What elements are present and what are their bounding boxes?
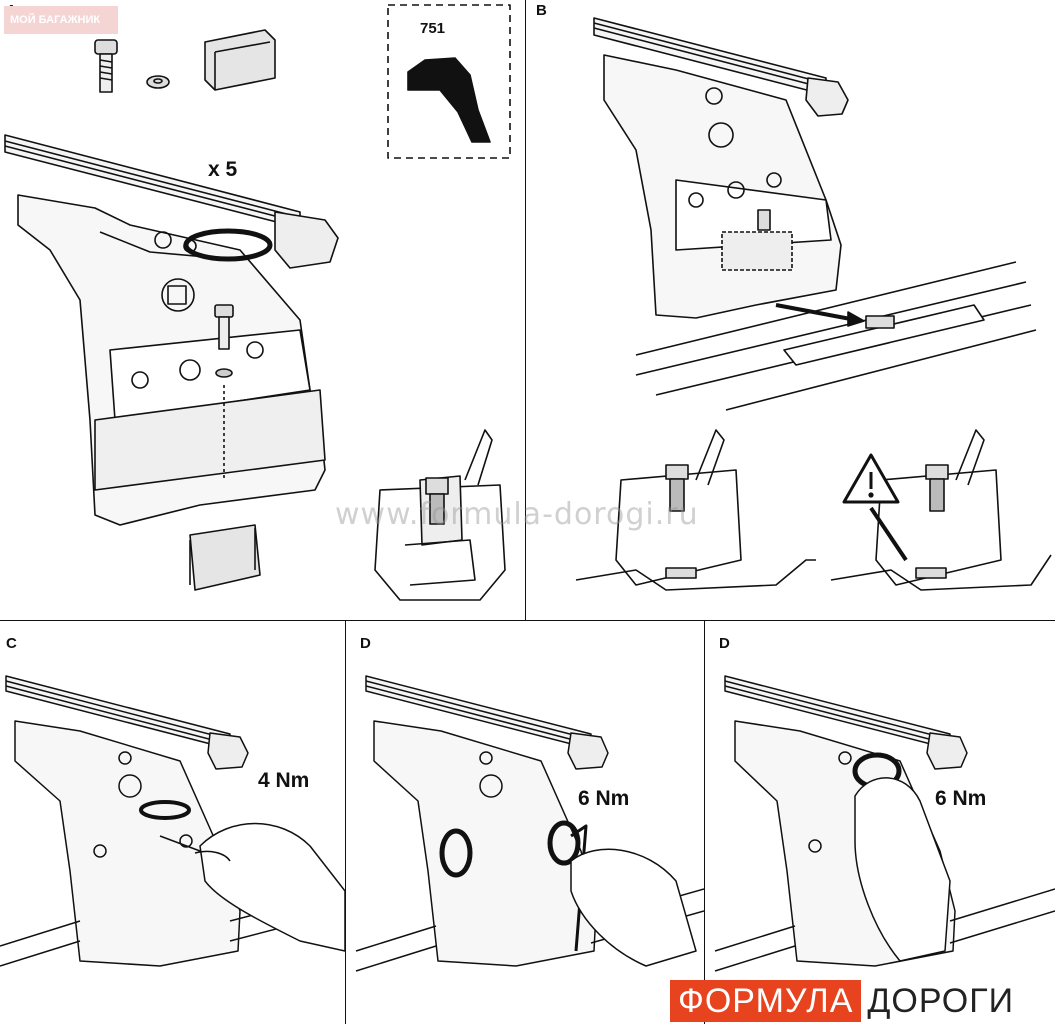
- panel-d1-illustration: [355, 675, 704, 972]
- panel-c-torque: 4 Nm: [258, 769, 310, 792]
- panel-c-label: C: [6, 635, 17, 652]
- panel-a: A x 5 751: [0, 0, 525, 620]
- panel-b-label: B: [536, 2, 547, 19]
- panel-d1: D 6 Nm: [346, 621, 704, 1024]
- panel-d1-torque: 6 Nm: [578, 787, 630, 810]
- panel-b: B: [526, 0, 1055, 620]
- divider-vertical-top: [525, 0, 526, 620]
- brand-logo: ФОРМУЛА ДОРОГИ: [670, 980, 1021, 1022]
- panel-d2-illustration: [714, 675, 1055, 972]
- panel-c-illustration: [0, 675, 345, 967]
- fitting-code: 751: [420, 20, 446, 37]
- panel-b-illustration: [575, 17, 1052, 591]
- panel-c: C 4 Nm: [0, 621, 345, 1024]
- divider-horizontal: [0, 620, 1055, 621]
- divider-vertical-bottom-2: [704, 621, 705, 1024]
- panel-d2: D 6 Nm: [705, 621, 1055, 1024]
- panel-d1-label: D: [360, 635, 371, 652]
- logo-part2: ДОРОГИ: [861, 980, 1021, 1022]
- watermark: www.formula-dorogi.ru: [335, 497, 699, 532]
- logo-part1: ФОРМУЛА: [670, 980, 862, 1022]
- divider-vertical-bottom-1: [345, 621, 346, 1024]
- panel-d2-label: D: [719, 635, 730, 652]
- site-badge: МОЙ БАГАЖНИК: [4, 6, 118, 34]
- panel-a-multiplier: x 5: [208, 158, 238, 181]
- panel-d2-torque: 6 Nm: [935, 787, 987, 810]
- panel-a-illustration: [4, 4, 511, 601]
